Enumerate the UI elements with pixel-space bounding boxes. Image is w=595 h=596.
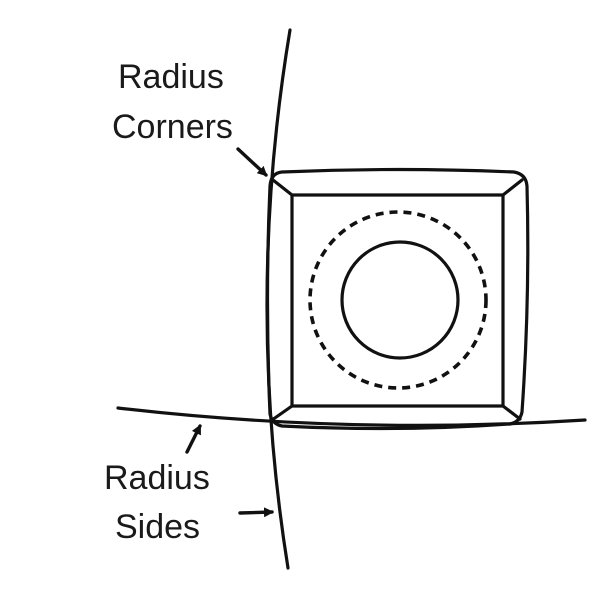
vertical-radius-arc — [265, 28, 292, 570]
insert-inner-face — [290, 193, 505, 408]
corner-bevel-bottom-left — [270, 404, 294, 422]
label-radius-sides-line1: Radius — [104, 459, 210, 497]
center-hole — [340, 240, 460, 360]
arrow-radius-sides-right — [238, 507, 274, 518]
insert-outer-outline — [265, 167, 530, 431]
label-radius-sides-line2: Sides — [115, 508, 200, 546]
dashed-circle — [308, 210, 488, 390]
label-radius-corners-line1: Radius — [118, 58, 224, 96]
label-radius-corners-line2: Corners — [112, 108, 233, 146]
arrow-radius-corners — [236, 147, 268, 177]
corner-bevel-bottom-right — [501, 404, 522, 421]
arrow-radius-sides-top — [185, 424, 202, 454]
horizontal-radius-arc — [116, 406, 587, 427]
corner-bevel-top-left — [271, 178, 294, 197]
corner-bevel-top-right — [501, 178, 524, 197]
